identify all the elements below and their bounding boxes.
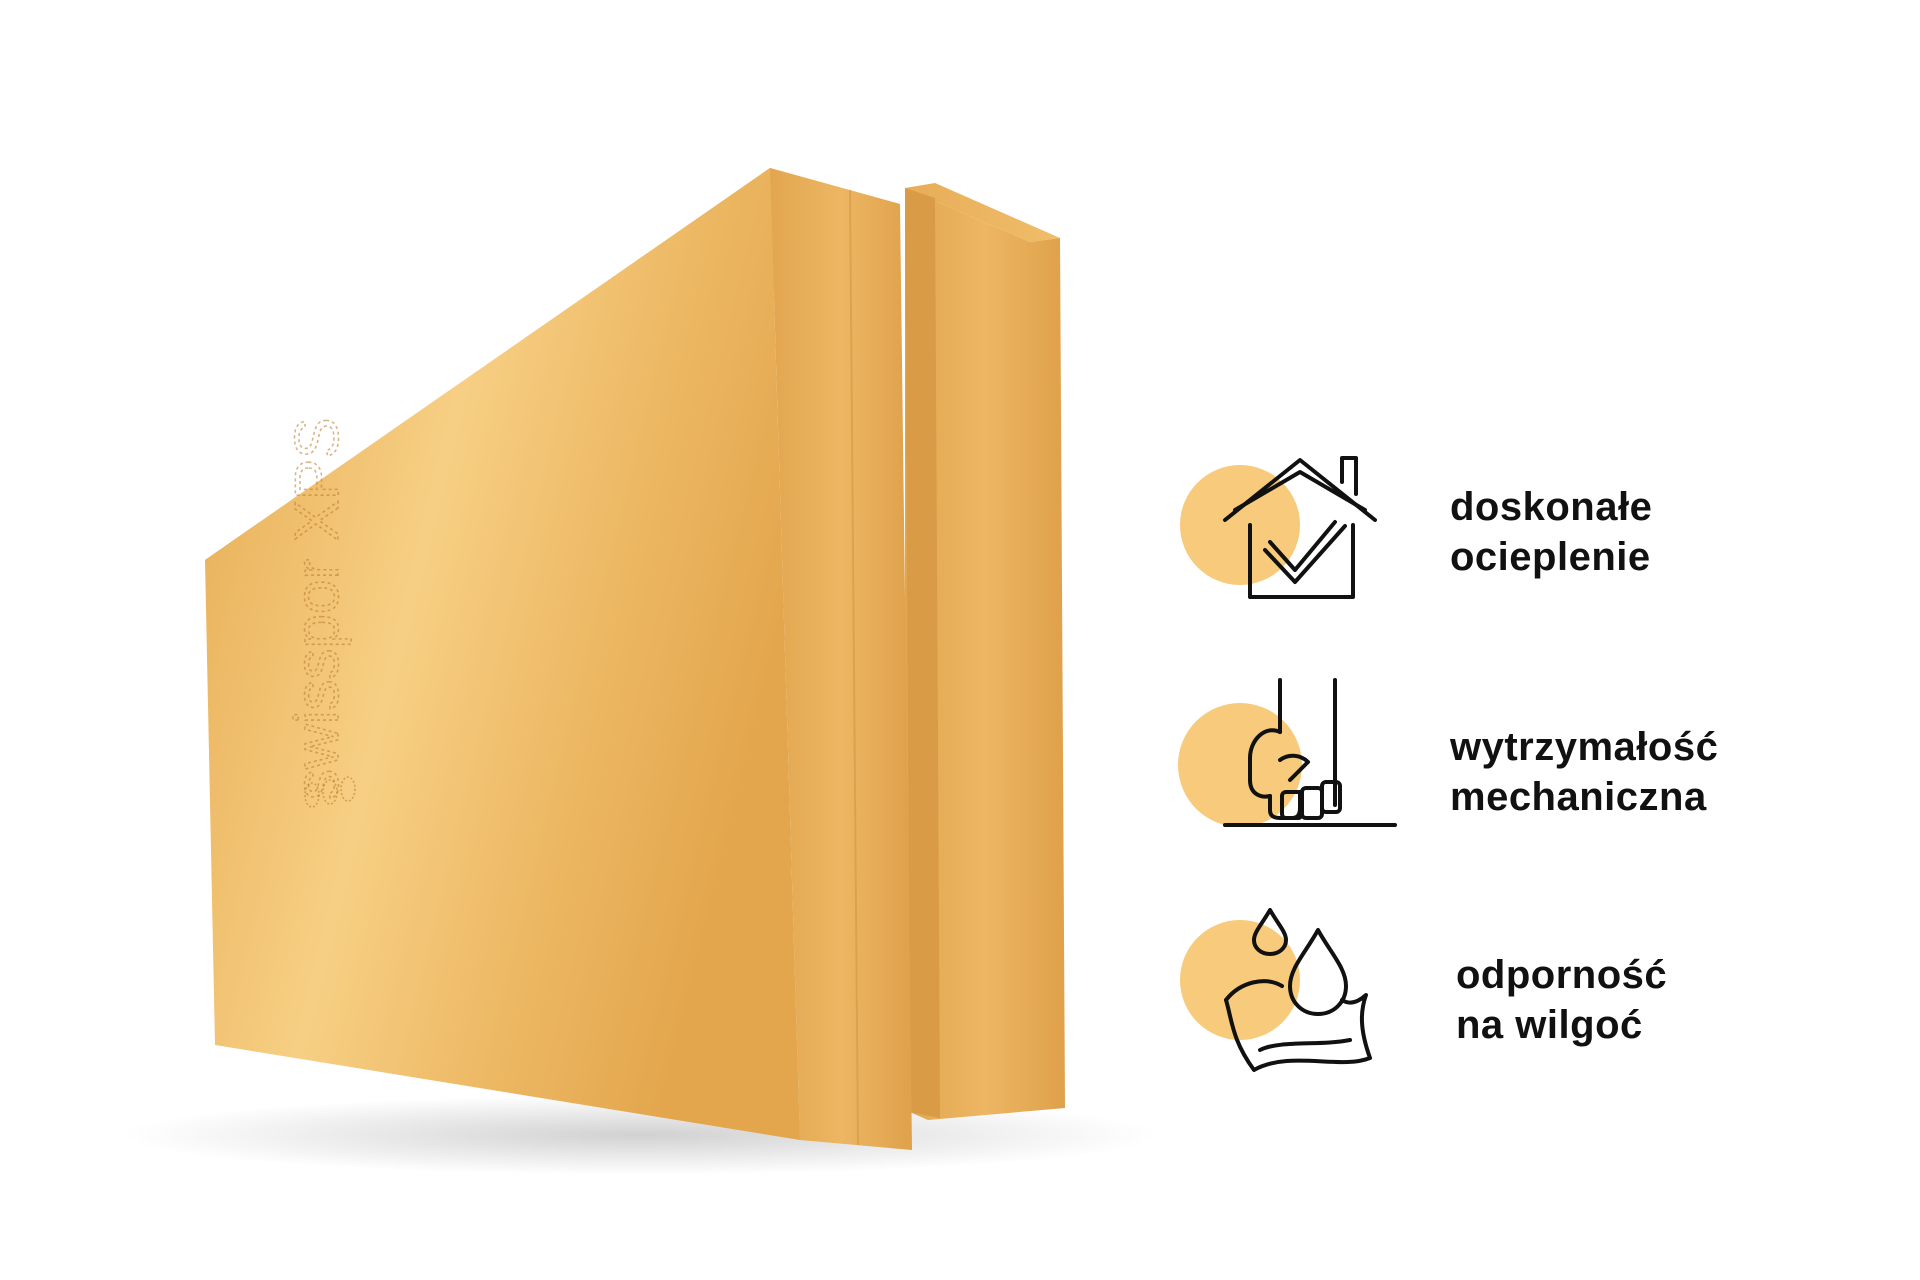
board-back-side [905, 188, 1065, 1120]
feature-insulation-line2: ocieplenie [1450, 535, 1651, 579]
feature-strength-line1: wytrzymałość [1450, 725, 1719, 769]
board-front-side [770, 168, 912, 1150]
feature-moisture-line1: odporność [1456, 953, 1668, 997]
house-check-icon [1180, 456, 1377, 599]
feature-insulation-label: doskonałe ocieplenie [1450, 482, 1652, 582]
feature-moisture-line2: na wilgoć [1456, 1003, 1643, 1047]
fist-press-icon [1178, 678, 1397, 827]
swisspor-xps-logo: swisspor XPS [282, 417, 353, 801]
feature-strength-label: wytrzymałość mechaniczna [1450, 722, 1718, 822]
logo-text: swisspor XPS [283, 418, 352, 800]
board-tongue [905, 188, 940, 1118]
feature-strength: wytrzymałość mechaniczna [1170, 670, 1830, 870]
feature-moisture: odporność na wilgoć [1170, 900, 1830, 1100]
water-drops-icon [1180, 908, 1372, 1072]
badge-circle [1180, 920, 1300, 1040]
board-front-face [205, 168, 800, 1140]
feature-strength-line2: mechaniczna [1450, 775, 1707, 819]
board-back-top [905, 183, 1060, 242]
feature-moisture-label: odporność na wilgoć [1456, 950, 1667, 1050]
logo-dots [304, 776, 356, 808]
board-groove-line [849, 189, 859, 1146]
feature-insulation: doskonałe ocieplenie [1170, 430, 1830, 630]
feature-insulation-line1: doskonałe [1450, 485, 1653, 529]
